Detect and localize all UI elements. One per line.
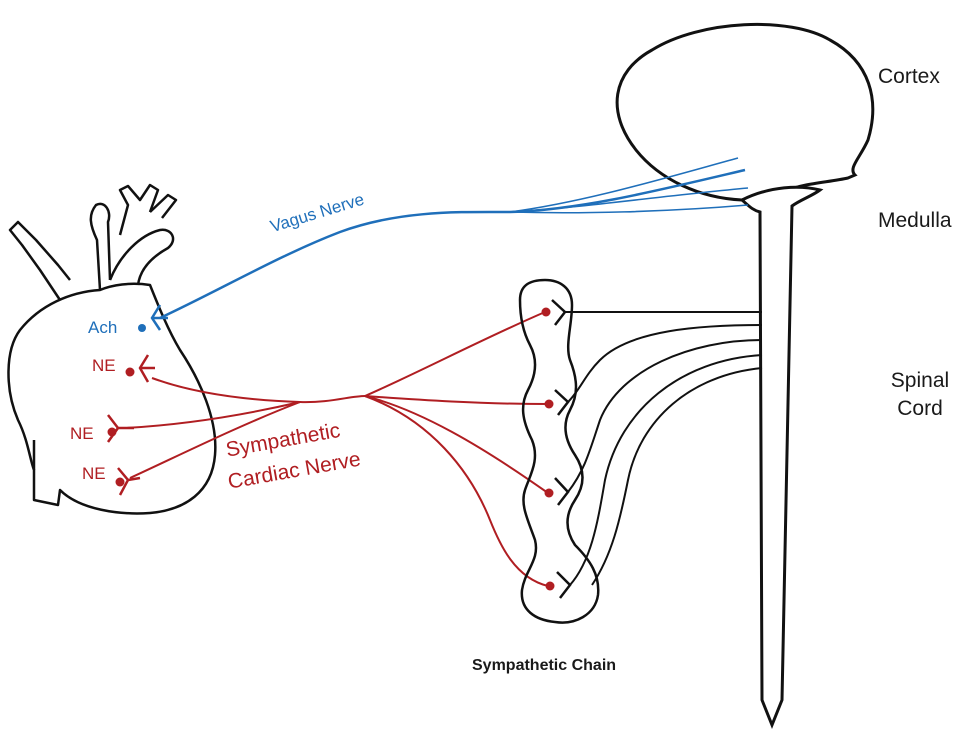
spinal-cord-outline: [742, 187, 820, 725]
preganglionic-fibers: [565, 312, 762, 585]
chain-synapse-4: [546, 572, 571, 598]
spinal-cord-label-line2: Cord: [885, 396, 955, 421]
brain-cortex-outline: [617, 24, 873, 200]
ne-synapse-1: [126, 355, 156, 382]
chain-synapse-3: [545, 478, 569, 505]
sympathetic-chain-outline: [520, 280, 598, 623]
sympathetic-chain-label: Sympathetic Chain: [472, 656, 616, 675]
ach-synapse: [138, 305, 168, 332]
ach-label: Ach: [88, 318, 117, 338]
medulla-label: Medulla: [878, 208, 952, 233]
ne-synapse-3: [116, 468, 141, 495]
ne-synapse-2: [108, 415, 135, 442]
heart-outline: [8, 185, 215, 513]
cortex-label: Cortex: [878, 64, 940, 89]
ne-label-1: NE: [92, 356, 116, 376]
vagus-nerve-fibers: [160, 158, 748, 318]
spinal-cord-label-line1: Spinal: [885, 368, 955, 393]
chain-synapse-1: [542, 300, 566, 325]
sympathetic-cardiac-nerve-fibers: [125, 312, 548, 586]
ne-label-3: NE: [82, 464, 106, 484]
chain-synapse-2: [545, 390, 569, 415]
ne-label-2: NE: [70, 424, 94, 444]
